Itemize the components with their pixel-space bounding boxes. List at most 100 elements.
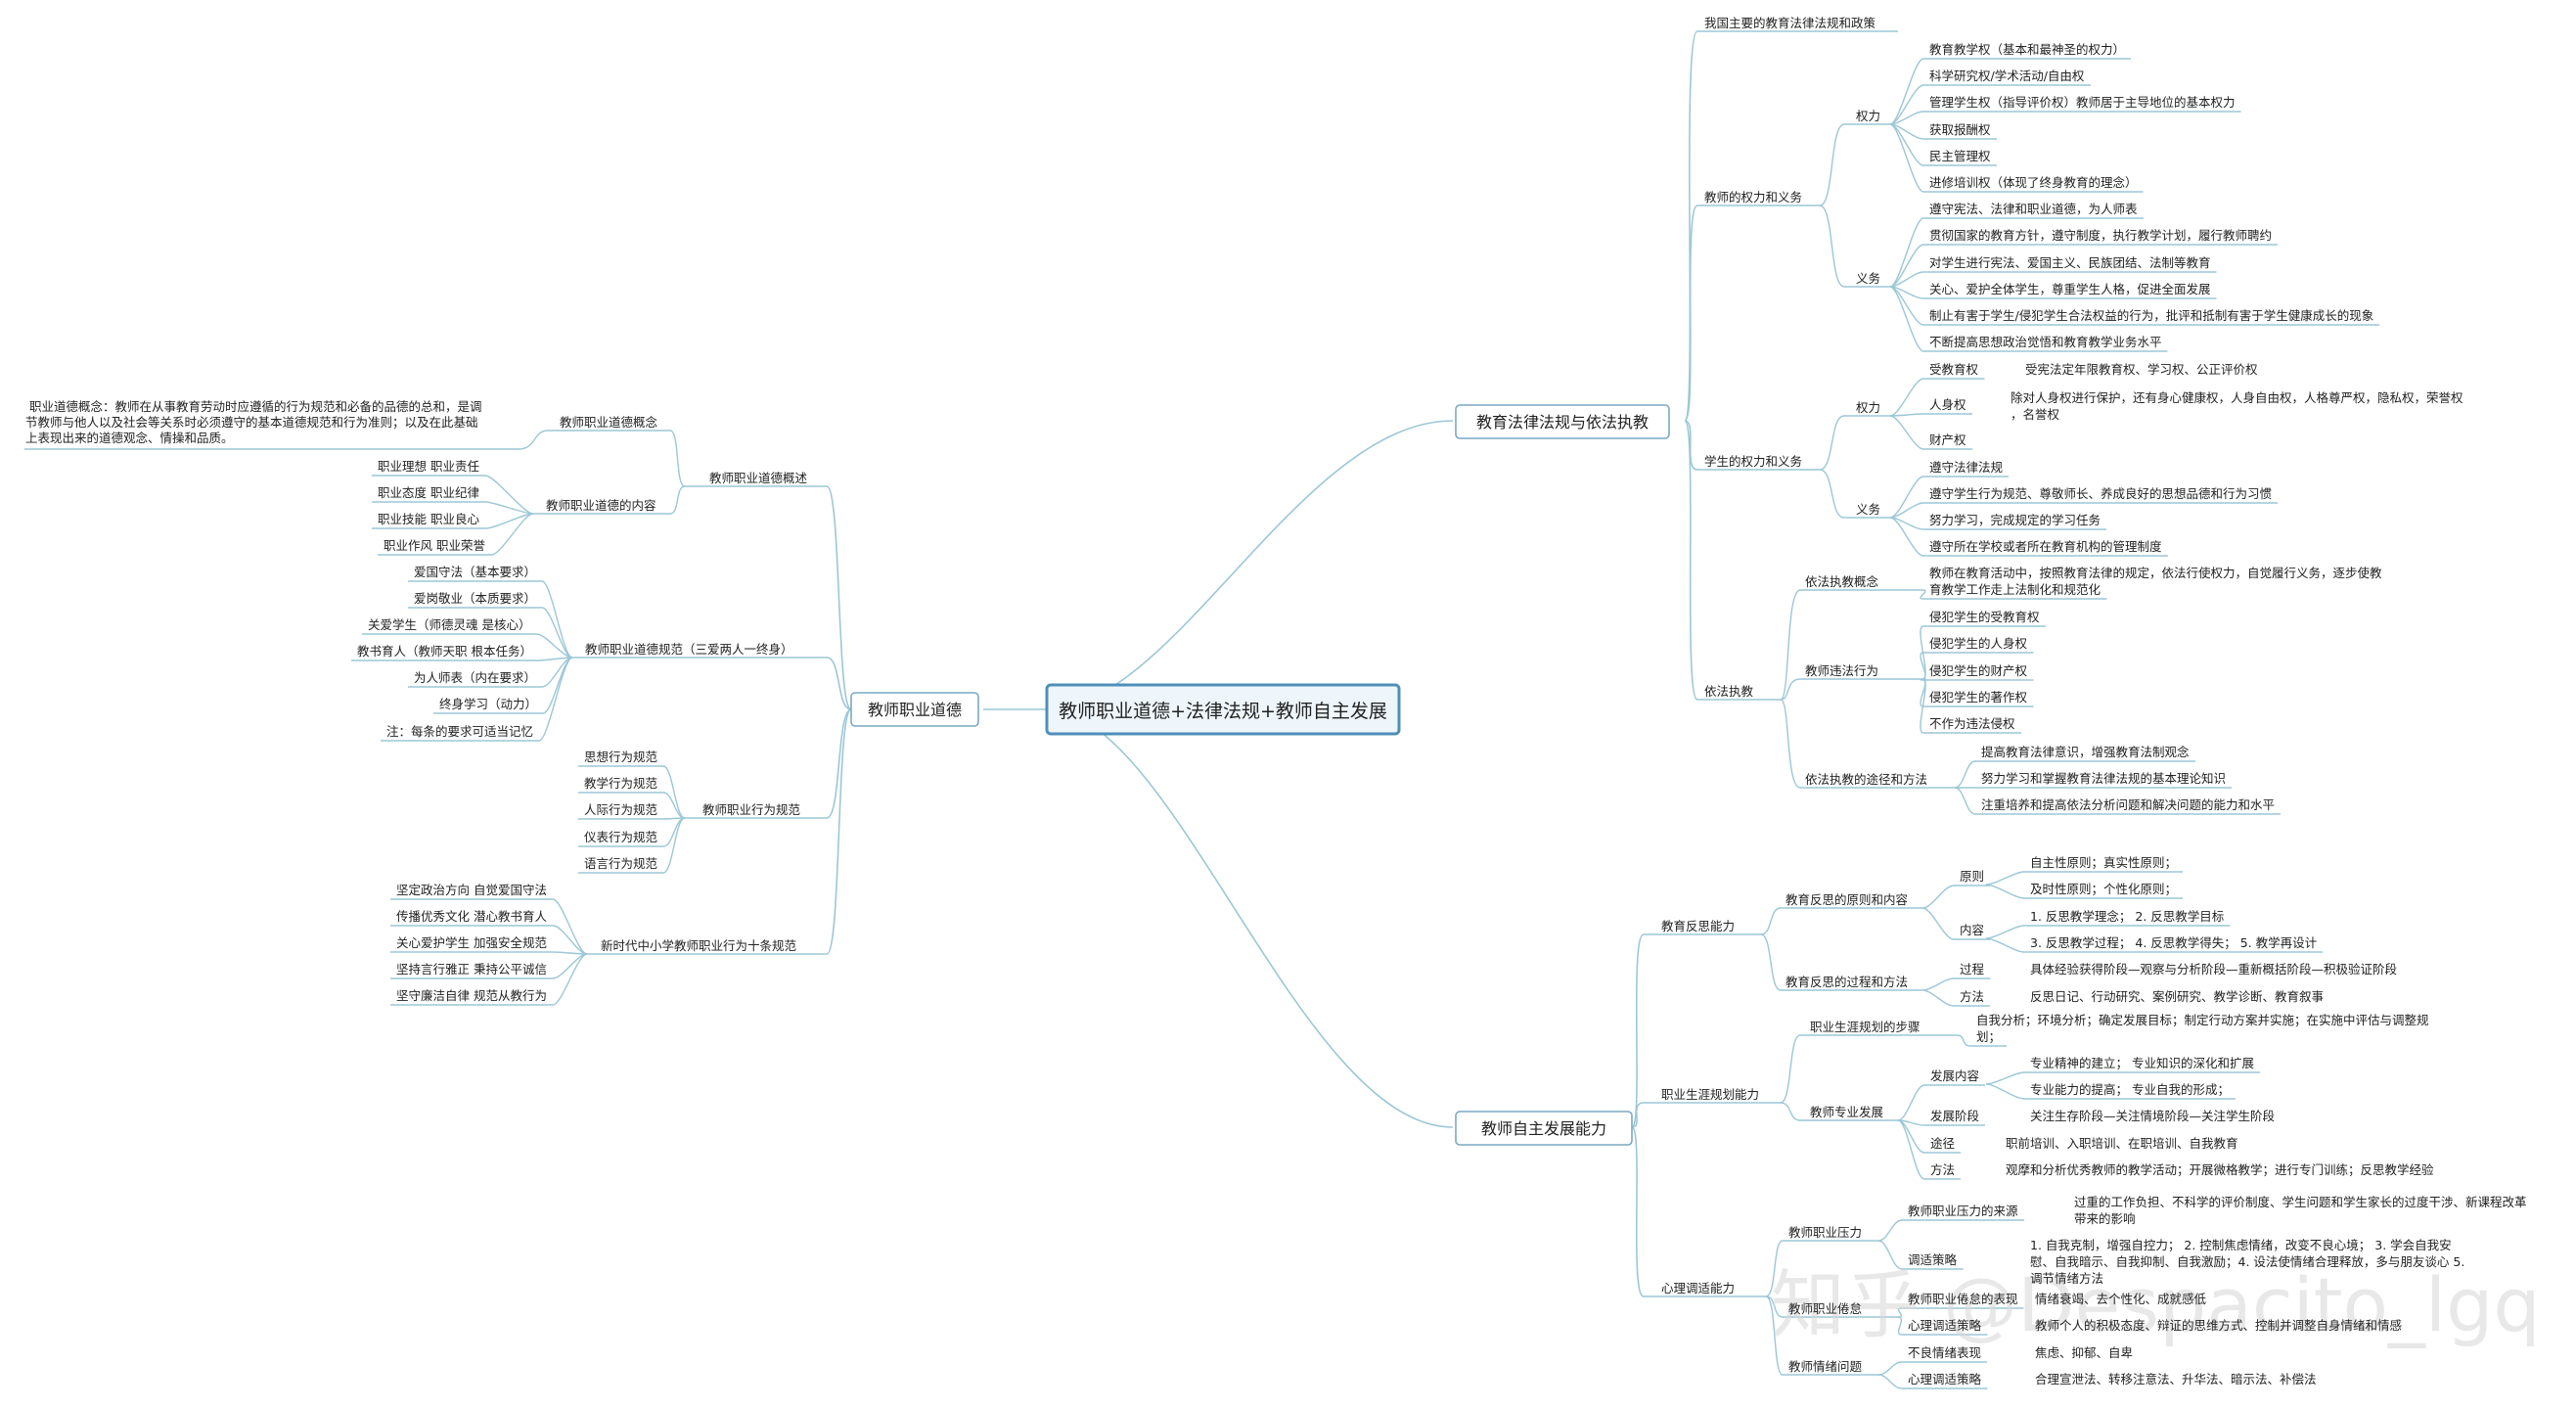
node-teacher-rights[interactable]: 教师的权力和义务: [1704, 190, 1802, 205]
leaf-reflect-pr2[interactable]: 及时性原则；个性化原则；: [2030, 882, 2177, 896]
leaf-law-p3[interactable]: 管理学生权（指导评价权）教师居于主导地位的基本权力: [1929, 95, 2236, 110]
leaf-ten-4[interactable]: 坚持言行雅正 秉持公平诚信: [396, 962, 547, 977]
central-topic-box[interactable]: [1045, 683, 1401, 736]
node-psy-pressure[interactable]: 教师职业压力: [1788, 1225, 1862, 1240]
node-psy-strategy[interactable]: 调适策略: [1908, 1252, 1958, 1267]
leaf-law-sd4[interactable]: 遵守所在学校或者所在教育机构的管理制度: [1929, 539, 2162, 554]
leaf-norm-1[interactable]: 爱国守法（基本要求）: [414, 565, 536, 579]
node-career[interactable]: 职业生涯规划能力: [1661, 1087, 1759, 1102]
node-psy-source[interactable]: 教师职业压力的来源: [1908, 1204, 2018, 1218]
leaf-lawful-concept-text2[interactable]: 育教学工作走上法制化和规范化: [1929, 582, 2101, 597]
branch-dev-box[interactable]: [1455, 1111, 1633, 1146]
leaf-ethics-content3[interactable]: 职业技能 职业良心: [378, 512, 479, 526]
node-violations[interactable]: 教师违法行为: [1805, 663, 1878, 678]
node-psy-burnout-strat[interactable]: 心理调适策略: [1908, 1318, 1982, 1333]
leaf-psy-strategy-text2[interactable]: 慰、自我暗示、自我抑制、自我激励；4. 设法使情绪合理释放，多与朋友谈心 5.: [2030, 1254, 2464, 1269]
leaf-ten-1[interactable]: 坚定政治方向 自觉爱国守法: [396, 883, 547, 897]
node-ethics-norms[interactable]: 教师职业道德规范（三爱两人一终身）: [585, 642, 793, 657]
leaf-violation-2[interactable]: 侵犯学生的人身权: [1929, 636, 2028, 651]
leaf-violation-4[interactable]: 侵犯学生的著作权: [1929, 690, 2028, 704]
node-career-method[interactable]: 方法: [1930, 1162, 1955, 1177]
node-psy-bad[interactable]: 不良情绪表现: [1908, 1345, 1981, 1360]
node-reflect[interactable]: 教育反思能力: [1661, 919, 1735, 933]
node-career-stage[interactable]: 发展阶段: [1930, 1109, 1979, 1123]
leaf-path-1[interactable]: 提高教育法律意识，增强教育法制观念: [1981, 745, 2190, 759]
node-ethics-overview[interactable]: 教师职业道德概述: [709, 471, 808, 485]
node-teacher-power[interactable]: 权力: [1856, 109, 1880, 123]
node-reflect-pr[interactable]: 原则: [1960, 869, 1984, 884]
node-psy[interactable]: 心理调适能力: [1661, 1281, 1735, 1295]
node-student-rights[interactable]: 学生的权力和义务: [1704, 454, 1802, 469]
branch-ethics-box[interactable]: [850, 692, 979, 727]
node-reflect-principle[interactable]: 教育反思的原则和内容: [1785, 892, 1908, 907]
leaf-ten-5[interactable]: 坚守廉洁自律 规范从教行为: [396, 988, 547, 1003]
leaf-ethics-content2[interactable]: 职业态度 职业纪律: [378, 485, 479, 500]
leaf-law-d1[interactable]: 遵守宪法、法律和职业道德，为人师表: [1929, 202, 2138, 216]
leaf-law-d4[interactable]: 关心、爱护全体学生，尊重学生人格，促进全面发展: [1929, 282, 2211, 296]
leaf-norm-7[interactable]: 注：每条的要求可适当记忆: [386, 724, 533, 739]
leaf-psy-burnout-strat-text[interactable]: 教师个人的积极态度、辩证的思维方式、控制并调整自身情绪和情感: [2035, 1318, 2402, 1333]
leaf-law-sp2[interactable]: 人身权: [1929, 397, 1966, 412]
leaf-behav-1[interactable]: 思想行为规范: [584, 750, 657, 764]
leaf-ten-3[interactable]: 关心爱护学生 加强安全规范: [396, 935, 547, 950]
leaf-psy-source-text1[interactable]: 过重的工作负担、不科学的评价制度、学生问题和学生家长的过度干涉、新课程改革: [2074, 1195, 2527, 1209]
node-lawful-paths[interactable]: 依法执教的途径和方法: [1805, 772, 1927, 787]
node-student-duty[interactable]: 义务: [1856, 502, 1880, 517]
node-ethics-content[interactable]: 教师职业道德的内容: [546, 498, 656, 513]
node-psy-emotion[interactable]: 教师情绪问题: [1788, 1359, 1863, 1374]
leaf-career-way-text[interactable]: 职前培训、入职培训、在职培训、自我教育: [2006, 1136, 2238, 1151]
leaf-norm-5[interactable]: 为人师表（内在要求）: [414, 670, 536, 685]
leaf-law-d6[interactable]: 不断提高思想政治觉悟和教育教学业务水平: [1929, 335, 2162, 349]
leaf-law-sp1[interactable]: 受教育权: [1929, 362, 1979, 377]
leaf-psy-strategy-text1[interactable]: 1. 自我克制，增强自控力； 2. 控制焦虑情绪，改变不良心境； 3. 学会自我…: [2030, 1238, 2452, 1252]
leaf-behav-2[interactable]: 教学行为规范: [584, 776, 657, 791]
leaf-law-p6[interactable]: 进修培训权（体现了终身教育的理念）: [1929, 175, 2138, 190]
node-career-steps[interactable]: 职业生涯规划的步骤: [1810, 1020, 1921, 1034]
leaf-psy-bad-text[interactable]: 焦虑、抑郁、自卑: [2035, 1345, 2133, 1360]
branch-law-box[interactable]: [1455, 404, 1670, 439]
leaf-law-p5[interactable]: 民主管理权: [1929, 149, 1991, 163]
leaf-career-steps-text1[interactable]: 自我分析；环境分析；确定发展目标；制定行动方案并实施；在实施中评估与调整规: [1976, 1013, 2429, 1027]
leaf-law-sp1-text[interactable]: 受宪法定年限教育权、学习权、公正评价权: [2025, 362, 2258, 377]
leaf-career-steps-text2[interactable]: 划；: [1976, 1029, 2001, 1044]
node-ethics-ten[interactable]: 新时代中小学教师职业行为十条规范: [601, 938, 796, 953]
node-psy-burnout[interactable]: 教师职业倦怠: [1788, 1301, 1862, 1316]
leaf-lawful-concept-text1[interactable]: 教师在教育活动中，按照教育法律的规定，依法行使权力，自觉履行义务，逐步使教: [1929, 566, 2382, 580]
node-ethics-concept[interactable]: 教师职业道德概念: [560, 415, 658, 430]
leaf-violation-5[interactable]: 不作为违法侵权: [1929, 716, 2015, 731]
leaf-reflect-ct2[interactable]: 3. 反思教学过程； 4. 反思教学得失； 5. 教学再设计: [2030, 935, 2317, 950]
leaf-reflect-pr1[interactable]: 自主性原则；真实性原则；: [2030, 855, 2177, 870]
leaf-behav-4[interactable]: 仪表行为规范: [584, 830, 657, 844]
leaf-law-d3[interactable]: 对学生进行宪法、爱国主义、民族团结、法制等教育: [1929, 255, 2211, 270]
leaf-reflect-ct1[interactable]: 1. 反思教学理念； 2. 反思教学目标: [2030, 909, 2224, 924]
leaf-behav-5[interactable]: 语言行为规范: [584, 856, 657, 871]
leaf-violation-3[interactable]: 侵犯学生的财产权: [1929, 663, 2028, 678]
node-psy-adjust[interactable]: 心理调适策略: [1908, 1372, 1982, 1386]
node-reflect-proc[interactable]: 过程: [1960, 962, 1985, 977]
leaf-path-2[interactable]: 努力学习和掌握教育法律法规的基本理论知识: [1981, 771, 2226, 786]
leaf-psy-source-text2[interactable]: 带来的影响: [2074, 1211, 2136, 1226]
node-career-prof[interactable]: 教师专业发展: [1810, 1105, 1883, 1119]
node-law-main[interactable]: 我国主要的教育法律法规和政策: [1704, 16, 1876, 30]
leaf-ten-2[interactable]: 传播优秀文化 潜心教书育人: [396, 909, 547, 924]
leaf-psy-adjust-text[interactable]: 合理宣泄法、转移注意法、升华法、暗示法、补偿法: [2035, 1372, 2317, 1386]
leaf-law-sp3[interactable]: 财产权: [1929, 432, 1966, 447]
leaf-ethics-concept-text3[interactable]: 上表现出来的道德观念、情操和品质。: [25, 431, 234, 445]
leaf-law-sp2-text2[interactable]: ，名誉权: [2011, 407, 2060, 422]
leaf-law-sd2[interactable]: 遵守学生行为规范、尊敬师长、养成良好的思想品德和行为习惯: [1929, 486, 2272, 501]
leaf-ethics-concept-text2[interactable]: 节教师与他人以及社会等关系时必须遵守的基本道德规范和行为准则；以及在此基础: [25, 415, 478, 430]
leaf-career-content1[interactable]: 专业精神的建立； 专业知识的深化和扩展: [2030, 1056, 2254, 1070]
leaf-law-sp2-text1[interactable]: 除对人身权进行保护，还有身心健康权，人身自由权，人格尊严权，隐私权，荣誉权: [2011, 390, 2463, 405]
leaf-norm-3[interactable]: 关爱学生（师德灵魂 是核心）: [368, 617, 530, 632]
node-career-content[interactable]: 发展内容: [1930, 1068, 1979, 1083]
node-reflect-meth[interactable]: 方法: [1960, 989, 1984, 1004]
leaf-ethics-content1[interactable]: 职业理想 职业责任: [378, 459, 479, 474]
node-student-power[interactable]: 权力: [1856, 400, 1880, 415]
leaf-behav-3[interactable]: 人际行为规范: [584, 802, 657, 817]
node-career-way[interactable]: 途径: [1930, 1136, 1955, 1151]
node-teacher-duty[interactable]: 义务: [1856, 271, 1880, 286]
leaf-law-p4[interactable]: 获取报酬权: [1929, 122, 1991, 137]
leaf-law-d5[interactable]: 制止有害于学生/侵犯学生合法权益的行为，批评和抵制有害于学生健康成长的现象: [1929, 308, 2373, 323]
leaf-psy-burnout-text[interactable]: 情绪衰竭、去个性化、成就感低: [2035, 1292, 2207, 1306]
leaf-law-d2[interactable]: 贯彻国家的教育方针，遵守制度，执行教学计划，履行教师聘约: [1929, 228, 2272, 243]
